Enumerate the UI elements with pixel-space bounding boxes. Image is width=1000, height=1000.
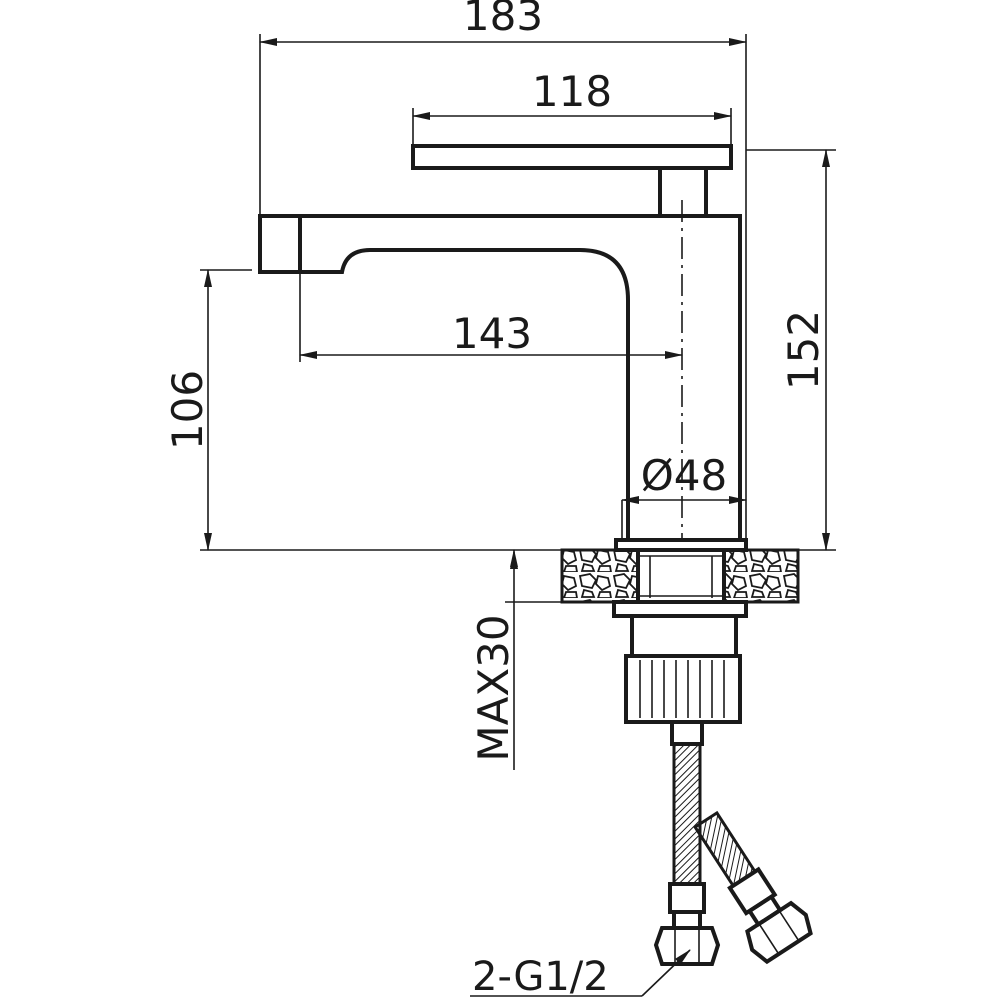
dimension-base-diameter: Ø48: [621, 451, 747, 540]
hose-right-braid: [693, 810, 758, 888]
dim-label-152: 152: [779, 310, 828, 390]
faucet-body: [258, 144, 748, 552]
dim-label-diameter-48: Ø48: [641, 451, 728, 500]
mounting-shank: [636, 548, 726, 604]
countertop-left: [560, 548, 640, 604]
dimension-overall-width: 183: [259, 0, 747, 540]
dimension-spout-reach: 143: [299, 272, 683, 362]
countertop-section: [560, 548, 800, 604]
callout-hose-connection: 2-G1/2: [470, 949, 691, 1000]
countertop-right: [722, 548, 800, 604]
dim-label-183: 183: [463, 0, 543, 40]
dim-label-max30: MAX30: [469, 614, 518, 761]
hose-left-top-fitting: [670, 720, 704, 746]
handle-lever: [411, 144, 733, 170]
dim-label-106: 106: [163, 370, 212, 450]
dimension-spout-height: 106: [163, 269, 616, 551]
dimension-max-counter: MAX30: [469, 549, 562, 770]
fixing-assembly: [612, 600, 748, 724]
dim-label-118: 118: [532, 67, 612, 116]
hose-left-collar: [672, 910, 702, 930]
spout-and-column: [258, 214, 742, 542]
fixing-sleeve: [630, 614, 738, 658]
hose-left-nut: [653, 926, 721, 966]
dimension-total-height: 152: [746, 149, 836, 551]
handle-stem: [658, 166, 708, 218]
fixing-washer: [612, 600, 748, 618]
callout-label-2-g1-2: 2-G1/2: [472, 954, 609, 1000]
hose-left-ferrule: [668, 882, 706, 914]
dimension-handle-length: 118: [412, 67, 732, 146]
nut-ribs: [639, 660, 725, 718]
hose-right-nut: [745, 900, 813, 965]
fixing-nut: [624, 654, 742, 724]
dim-label-143: 143: [452, 309, 532, 358]
flexible-hoses: [653, 720, 813, 966]
hose-left-braid: [672, 742, 702, 886]
